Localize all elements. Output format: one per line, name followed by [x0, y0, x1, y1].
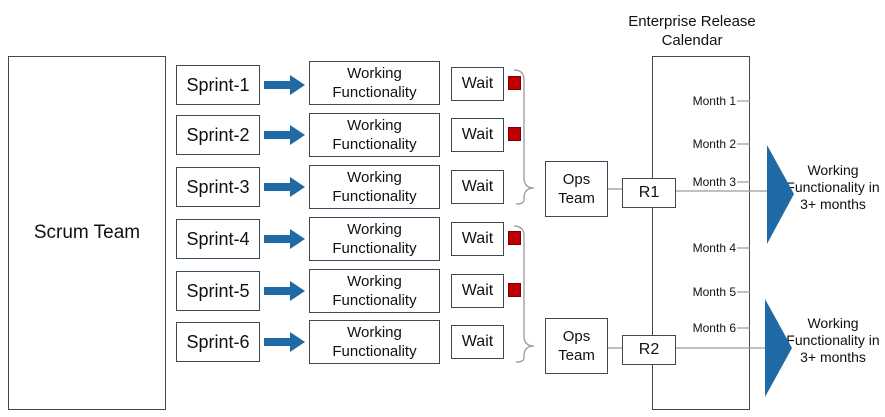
sprint-label: Sprint-1: [186, 74, 250, 95]
wait-box: Wait: [451, 170, 504, 204]
sprint-label: Sprint-3: [186, 176, 250, 197]
wait-box: Wait: [451, 118, 504, 152]
calendar-month: Month 6: [692, 321, 736, 335]
ops-team-box: Ops Team: [545, 318, 608, 374]
release-calendar-bar: [652, 56, 750, 410]
sprint-label: Sprint-6: [186, 331, 250, 352]
working-functionality-box: Working Functionality: [309, 61, 440, 105]
delivery-arrow-icon: [765, 299, 792, 397]
sprint-label: Sprint-2: [186, 124, 250, 145]
sprint-box: Sprint-3: [176, 167, 260, 207]
working-functionality-box: Working Functionality: [309, 269, 440, 313]
right-arrow-icon: [264, 229, 305, 249]
working-functionality-box: Working Functionality: [309, 113, 440, 157]
right-arrow-icon: [264, 75, 305, 95]
wait-label: Wait: [461, 282, 494, 299]
wait-box: Wait: [451, 325, 504, 359]
working-functionality-box: Working Functionality: [309, 320, 440, 364]
brace-bottom: [513, 225, 535, 363]
working-functionality-label: Working Functionality: [332, 273, 417, 309]
right-arrow-icon: [264, 125, 305, 145]
scrum-team-box: Scrum Team: [8, 56, 166, 410]
release-box: R2: [622, 335, 676, 365]
working-functionality-label: Working Functionality: [332, 65, 417, 101]
release-label: R1: [638, 184, 660, 201]
delivery-arrow-icon: [767, 145, 794, 244]
sprint-box: Sprint-1: [176, 65, 260, 105]
result-label: Working Functionality in 3+ months: [786, 315, 880, 365]
wait-box: Wait: [451, 274, 504, 308]
wait-label: Wait: [461, 333, 494, 350]
sprint-label: Sprint-4: [186, 228, 250, 249]
calendar-month: Month 1: [692, 94, 736, 108]
result-label: Working Functionality in 3+ months: [786, 162, 880, 212]
wait-box: Wait: [451, 222, 504, 256]
working-functionality-label: Working Functionality: [332, 221, 417, 257]
ops-team-label: Ops Team: [558, 328, 595, 364]
working-functionality-box: Working Functionality: [309, 165, 440, 209]
calendar-title: Enterprise Release Calendar: [628, 13, 756, 49]
sprint-box: Sprint-5: [176, 271, 260, 311]
release-box: R1: [622, 178, 676, 208]
ops-team-label: Ops Team: [558, 171, 595, 207]
scrum-team-label: Scrum Team: [33, 222, 141, 243]
calendar-month: Month 2: [692, 137, 736, 151]
blocked-marker-icon: [508, 231, 521, 245]
working-functionality-box: Working Functionality: [309, 217, 440, 261]
wait-label: Wait: [461, 126, 494, 143]
blocked-marker-icon: [508, 127, 521, 141]
ops-team-box: Ops Team: [545, 161, 608, 217]
sprint-box: Sprint-2: [176, 115, 260, 155]
wait-label: Wait: [461, 230, 494, 247]
calendar-month: Month 3: [692, 175, 736, 189]
sprint-label: Sprint-5: [186, 280, 250, 301]
wait-label: Wait: [461, 178, 494, 195]
working-functionality-label: Working Functionality: [332, 324, 417, 360]
sprint-arrows: [264, 75, 305, 352]
right-arrow-icon: [264, 332, 305, 352]
sprint-box: Sprint-6: [176, 322, 260, 362]
calendar-month: Month 5: [692, 285, 736, 299]
blocked-marker-icon: [508, 283, 521, 297]
right-arrow-icon: [264, 281, 305, 301]
release-label: R2: [638, 341, 660, 358]
brace-top: [513, 69, 535, 205]
working-functionality-label: Working Functionality: [332, 117, 417, 153]
working-functionality-label: Working Functionality: [332, 169, 417, 205]
sprint-box: Sprint-4: [176, 219, 260, 259]
blocked-marker-icon: [508, 76, 521, 90]
calendar-month: Month 4: [692, 241, 736, 255]
wait-label: Wait: [461, 75, 494, 92]
right-arrow-icon: [264, 177, 305, 197]
wait-box: Wait: [451, 67, 504, 101]
